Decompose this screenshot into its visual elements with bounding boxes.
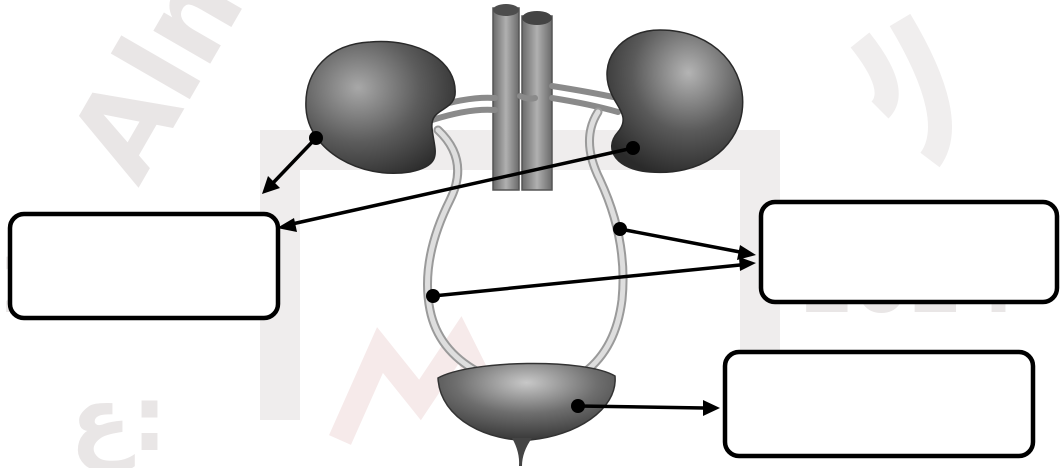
renal-vein-right [549,95,621,115]
ureters [423,107,628,377]
bladder-label-box[interactable] [722,349,1036,459]
arrow-kidney-left [262,131,323,194]
kidney-left [305,40,456,174]
aorta-top [493,4,519,16]
arrow-ureter-right [613,222,756,260]
arrow-kidney-right [277,141,640,232]
urethra [512,438,532,466]
inferior-vena-cava [521,15,553,191]
pointer-dot [571,399,585,413]
watermark-glyph [850,13,952,168]
ureter-right [582,109,626,375]
ureter-left [425,127,481,375]
pointer-dot [309,131,323,145]
renal-artery-right [549,83,621,101]
pointer-dot [626,141,640,155]
urinary-bladder [437,362,616,441]
pointer-dot [426,289,440,303]
arrow-bladder [571,399,720,416]
watermark-text-bottom: ع: [70,367,167,468]
vena-cava-top [522,11,552,25]
ureter-label-box[interactable] [758,199,1060,305]
renal-connector [517,93,538,102]
arrow-ureter-left [426,257,756,303]
renal-vein-left [429,106,498,123]
kidney-right [606,29,744,174]
kidney-label-box[interactable] [7,211,281,321]
pointer-dot [613,222,627,236]
